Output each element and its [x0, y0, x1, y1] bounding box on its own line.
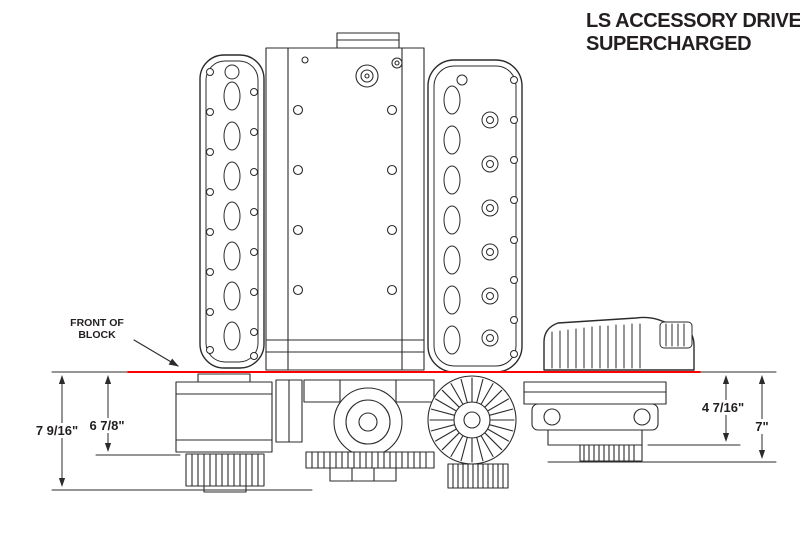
dimension-right-outer: 7" — [753, 419, 771, 434]
drawing-title-line2: SUPERCHARGED — [586, 33, 752, 55]
supercharger-drive-bracket — [523, 381, 667, 462]
engine-block-top-view — [265, 32, 425, 371]
dimension-left-outer: 7 9/16" — [33, 423, 81, 438]
front-of-block-leader-line — [133, 339, 179, 367]
water-pump-and-balancer — [275, 379, 435, 482]
valve-cover-side-profile — [543, 316, 695, 371]
drawing-title: LS ACCESSORY DRIVE SUPERCHARGED — [586, 10, 800, 56]
front-of-block-label: FRONT OF BLOCK — [70, 317, 124, 341]
ac-compressor — [175, 373, 273, 493]
right-valve-cover — [427, 59, 523, 373]
dimension-right-inner: 4 7/16" — [699, 400, 747, 415]
drawing-title-line1: LS ACCESSORY DRIVE — [586, 10, 800, 32]
left-valve-cover — [199, 54, 265, 369]
alternator — [427, 375, 517, 489]
dimension-left-inner: 6 7/8" — [87, 418, 127, 433]
